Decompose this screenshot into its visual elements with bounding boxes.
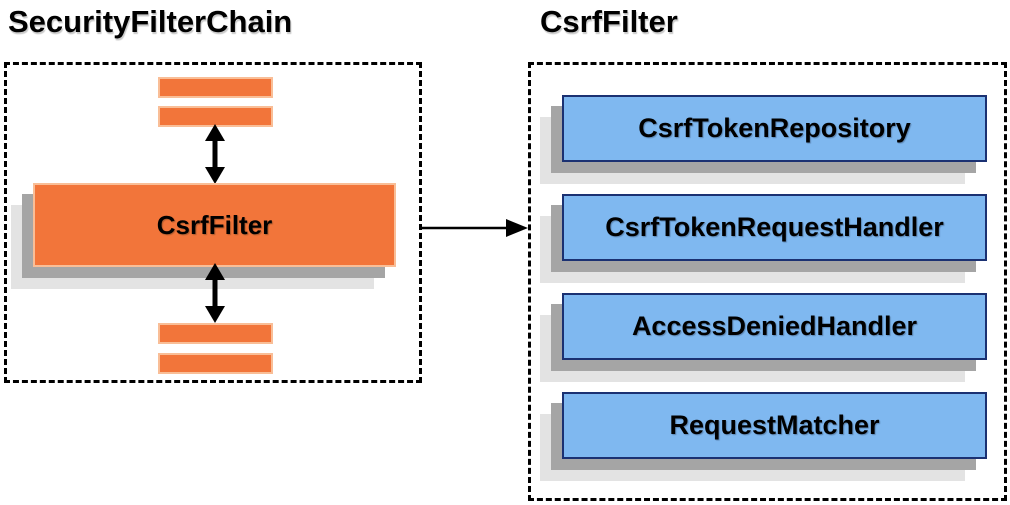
csrf-filter-title: CsrfFilter (540, 4, 678, 39)
component-label: CsrfTokenRepository (638, 113, 911, 143)
component-box-access-denied-handler: AccessDeniedHandler (562, 293, 987, 360)
component-box-csrf-token-request-handler: CsrfTokenRequestHandler (562, 194, 987, 261)
csrf-filter-components-container (528, 62, 1007, 501)
csrf-filter-box-label: CsrfFilter (156, 209, 273, 240)
component-box-csrf-token-repository: CsrfTokenRepository (562, 95, 987, 162)
filter-placeholder-bar (158, 323, 273, 344)
component-box-request-matcher: RequestMatcher (562, 392, 987, 459)
security-filter-chain-title: SecurityFilterChain (8, 4, 293, 39)
security-filter-chain-container (4, 62, 422, 383)
double-arrow-icon (205, 124, 225, 184)
filter-placeholder-bar (158, 77, 273, 98)
double-arrow-icon (205, 263, 225, 323)
filter-placeholder-bar (158, 353, 273, 374)
flow-arrow-icon (421, 219, 528, 237)
csrf-filter-box: CsrfFilter (33, 183, 396, 267)
component-label: RequestMatcher (669, 410, 880, 440)
component-label: CsrfTokenRequestHandler (605, 212, 944, 242)
component-label: AccessDeniedHandler (631, 311, 918, 341)
